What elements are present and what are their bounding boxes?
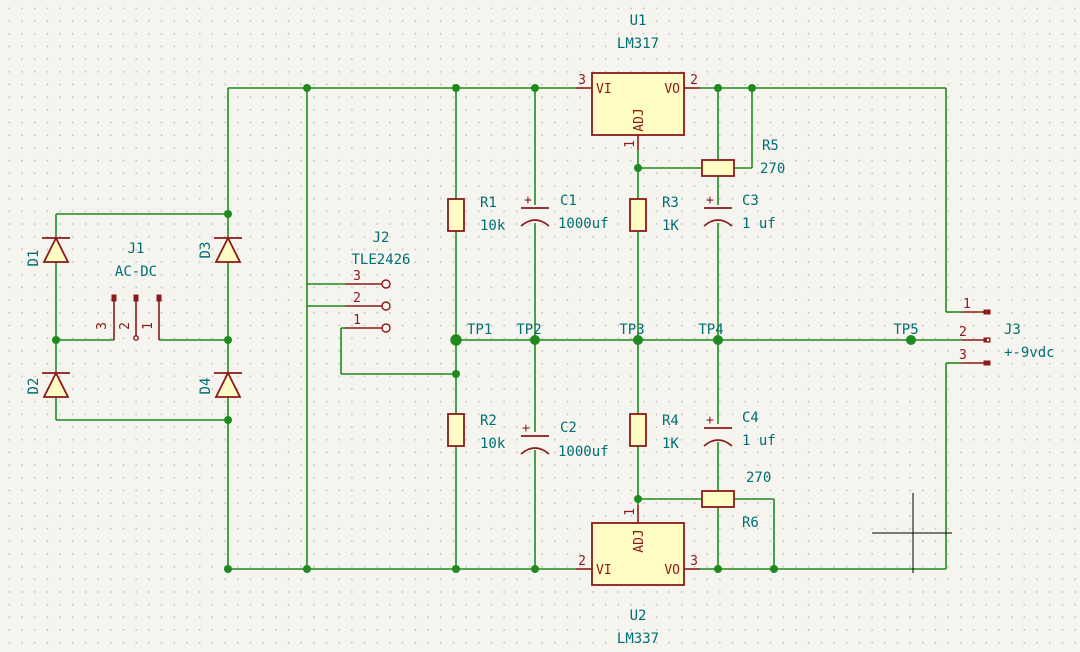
c3-plus: +	[706, 193, 714, 208]
resistor-r3[interactable]: R3 1K	[629, 195, 679, 234]
j1-pin3: 3	[95, 322, 110, 330]
capacitor-c1[interactable]: + C1 1000uf	[520, 193, 609, 232]
capacitor-c2[interactable]: + C2 1000uf	[520, 420, 609, 460]
diode-d2[interactable]: D2	[26, 370, 70, 398]
j2-pin1: 1	[353, 313, 361, 328]
tp2-label: TP2	[516, 322, 541, 338]
j3-pin2: 2	[959, 325, 967, 340]
j3-pin3: 3	[959, 348, 967, 363]
connector-j2[interactable]: J2 TLE2426 3 2 1	[345, 230, 411, 333]
c4-plus: +	[706, 413, 714, 428]
c1-plus: +	[524, 193, 532, 208]
d3-ref: D3	[198, 242, 214, 259]
c1-ref: C1	[560, 193, 577, 209]
tp5-label: TP5	[893, 322, 918, 338]
r3-value: 1K	[662, 218, 679, 234]
crosshair-cursor-icon	[872, 493, 952, 573]
r4-value: 1K	[662, 436, 679, 452]
r2-ref: R2	[480, 413, 497, 429]
d1-ref: D1	[26, 250, 42, 267]
regulator-u1[interactable]: U1 LM317 VI VO ADJ 3 2 1	[576, 13, 700, 150]
d2-ref: D2	[26, 378, 42, 395]
c2-plus: +	[522, 421, 530, 436]
j2-value: TLE2426	[351, 252, 410, 268]
c3-value: 1 uf	[742, 216, 776, 232]
capacitor-c3[interactable]: + C3 1 uf	[703, 193, 776, 232]
u2-value: LM337	[617, 631, 659, 647]
j3-value: +-9vdc	[1004, 345, 1055, 361]
test-point-tp5[interactable]: TP5	[893, 322, 919, 345]
c2-ref: C2	[560, 420, 577, 436]
r2-value: 10k	[480, 436, 506, 452]
diode-d1[interactable]: D1	[26, 235, 70, 267]
r6-ref: R6	[742, 515, 759, 531]
r5-ref: R5	[762, 138, 779, 154]
resistor-r6[interactable]: 270 R6	[701, 470, 771, 531]
diode-d4[interactable]: D4	[198, 370, 242, 398]
u2-pin-adj: ADJ	[632, 529, 647, 552]
regulator-u2[interactable]: VI VO ADJ 2 3 1 U2 LM337	[576, 505, 700, 647]
r6-value: 270	[746, 470, 771, 486]
tp1-label: TP1	[467, 322, 492, 338]
j1-value: AC-DC	[115, 264, 157, 280]
u2-pin-vi: VI	[596, 563, 612, 578]
j3-ref: J3	[1004, 322, 1021, 338]
r1-value: 10k	[480, 218, 506, 234]
u1-ref: U1	[630, 13, 647, 29]
resistor-r1[interactable]: R1 10k	[447, 195, 506, 234]
resistor-r2[interactable]: R2 10k	[447, 413, 506, 452]
resistor-r5[interactable]: R5 270	[701, 138, 785, 177]
capacitor-c4[interactable]: + C4 1 uf	[703, 410, 776, 449]
c3-ref: C3	[742, 193, 759, 209]
wires	[55, 87, 962, 570]
test-point-tp4[interactable]: TP4	[698, 322, 724, 345]
j2-ref: J2	[373, 230, 390, 246]
u2-pin1: 1	[623, 508, 638, 516]
r4-ref: R4	[662, 413, 679, 429]
d4-ref: D4	[198, 378, 214, 395]
r1-ref: R1	[480, 195, 497, 211]
u1-pin-vi: VI	[596, 82, 612, 97]
diode-d3[interactable]: D3	[198, 235, 242, 263]
j1-pin1: 1	[141, 322, 156, 330]
u2-pin2: 2	[578, 554, 586, 569]
tp3-label: TP3	[619, 322, 644, 338]
u2-ref: U2	[630, 608, 647, 624]
u2-pin-vo: VO	[664, 563, 680, 578]
j1-ref: J1	[128, 241, 145, 257]
resistor-r4[interactable]: R4 1K	[629, 413, 679, 452]
u1-pin-adj: ADJ	[632, 108, 647, 131]
j3-pin1: 1	[963, 297, 971, 312]
u1-pin1: 1	[623, 140, 638, 148]
tp4-label: TP4	[698, 322, 723, 338]
junctions	[52, 84, 778, 573]
u2-pin3: 3	[690, 554, 698, 569]
c4-value: 1 uf	[742, 433, 776, 449]
connector-j1[interactable]: J1 AC-DC 3 2 1	[95, 241, 162, 341]
c2-value: 1000uf	[558, 444, 609, 460]
u1-value: LM317	[617, 36, 659, 52]
test-point-tp1[interactable]: TP1	[450, 322, 492, 346]
connector-j3[interactable]: 1 2 3 J3 +-9vdc	[959, 297, 1055, 366]
j2-pin3: 3	[353, 269, 361, 284]
c4-ref: C4	[742, 410, 759, 426]
c1-value: 1000uf	[558, 216, 609, 232]
r3-ref: R3	[662, 195, 679, 211]
j1-pin2: 2	[118, 322, 133, 330]
j2-pin2: 2	[353, 291, 361, 306]
r5-value: 270	[760, 161, 785, 177]
u1-pin3: 3	[578, 73, 586, 88]
u1-pin2: 2	[690, 73, 698, 88]
u1-pin-vo: VO	[664, 82, 680, 97]
test-point-tp2[interactable]: TP2	[516, 322, 542, 345]
test-point-tp3[interactable]: TP3	[619, 322, 645, 345]
